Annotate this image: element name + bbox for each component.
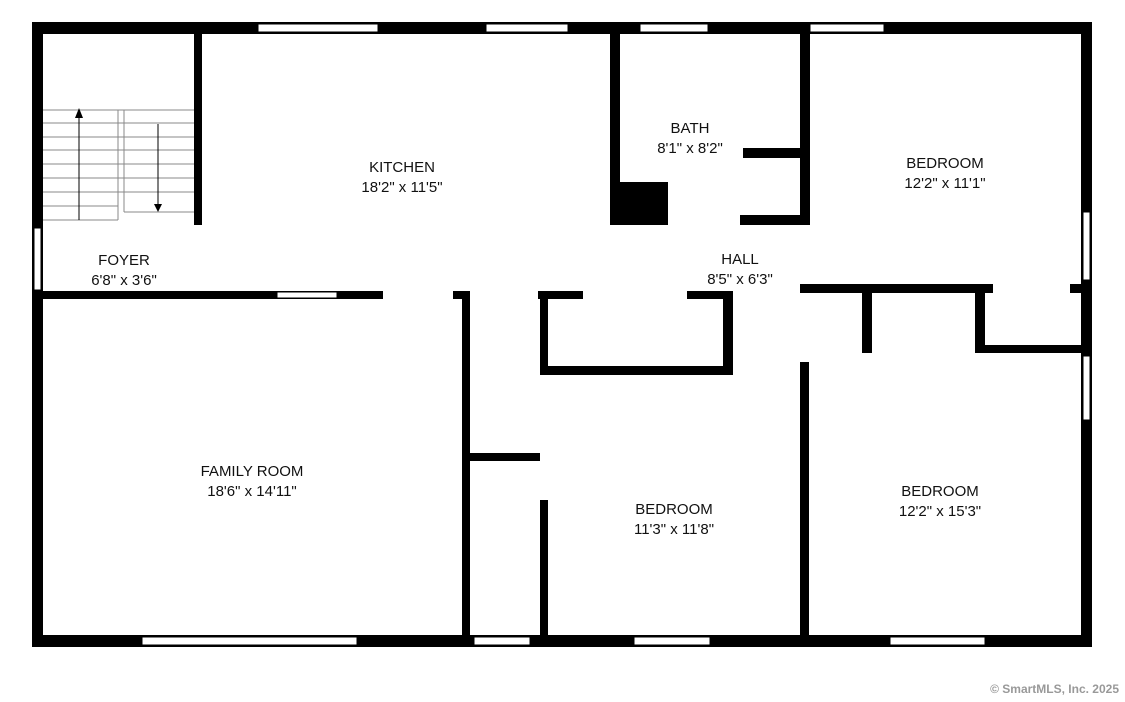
room-size: 12'2" x 15'3" [898, 503, 982, 520]
room-bedroom-se: BEDROOM 12'2" x 15'3" [899, 482, 981, 522]
room-name: FOYER [98, 252, 150, 269]
room-size: 8'1" x 8'2" [657, 140, 723, 157]
room-hall: HALL 8'5" x 6'3" [707, 250, 773, 290]
room-name: BEDROOM [635, 501, 713, 518]
room-name: KITCHEN [369, 159, 435, 176]
room-size: 6'8" x 3'6" [91, 272, 157, 289]
room-size: 8'5" x 6'3" [707, 271, 773, 288]
room-name: BEDROOM [901, 483, 979, 500]
room-kitchen: KITCHEN 18'2" x 11'5" [361, 158, 442, 198]
room-size: 12'2" x 11'1" [904, 175, 986, 192]
windows [33, 23, 1091, 646]
room-size: 11'3" x 11'8" [633, 521, 715, 538]
room-bedroom-s: BEDROOM 11'3" x 11'8" [634, 500, 714, 540]
stairs [43, 108, 194, 221]
room-name: HALL [721, 251, 759, 268]
room-family-room: FAMILY ROOM 18'6" x 14'11" [201, 462, 304, 502]
room-size: 18'6" x 14'11" [207, 483, 297, 500]
room-size: 18'2" x 11'5" [361, 179, 443, 196]
room-bedroom-ne: BEDROOM 12'2" x 11'1" [904, 154, 985, 194]
room-name: BATH [670, 120, 710, 137]
copyright-notice: © SmartMLS, Inc. 2025 [990, 682, 1119, 696]
room-name: FAMILY ROOM [200, 463, 304, 480]
walls [32, 22, 1092, 647]
room-name: BEDROOM [906, 155, 984, 172]
room-bath: BATH 8'1" x 8'2" [657, 119, 723, 159]
room-foyer: FOYER 6'8" x 3'6" [91, 251, 157, 291]
